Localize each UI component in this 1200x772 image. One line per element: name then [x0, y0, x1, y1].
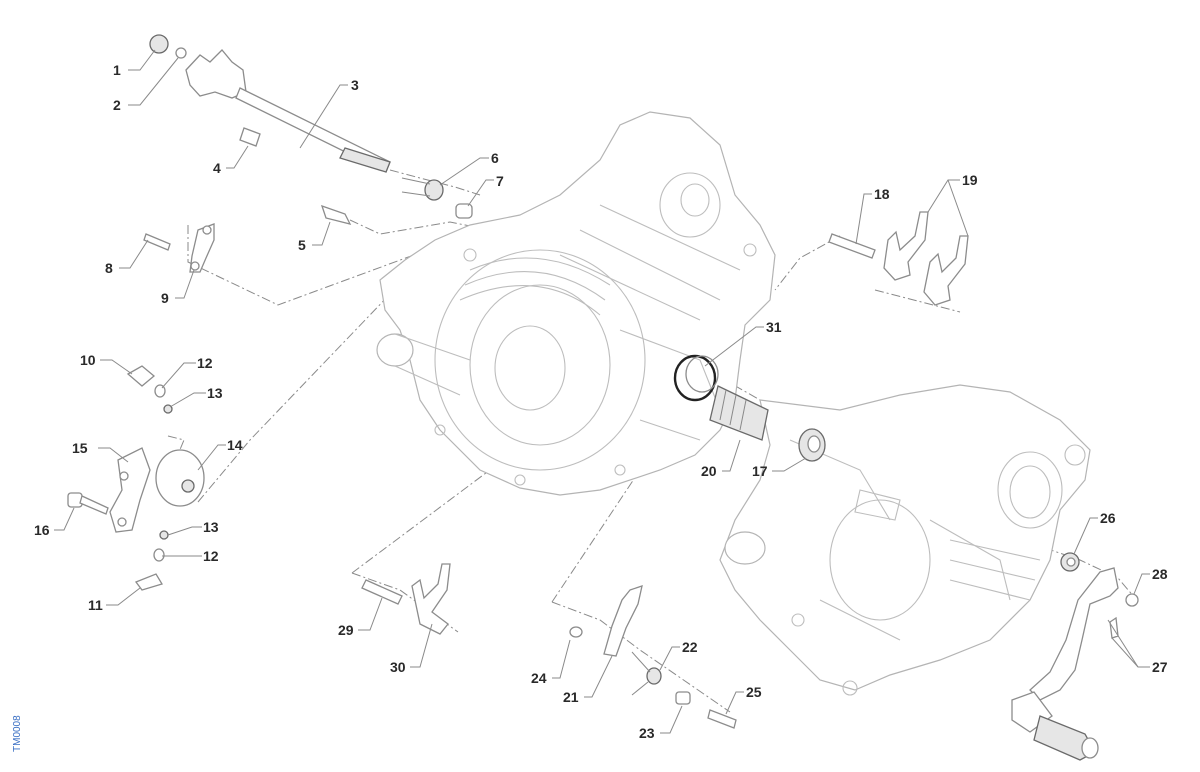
callout-27: 27: [1152, 659, 1168, 675]
callout-leaders: [54, 49, 1150, 734]
part-28-o-ring: [1125, 593, 1139, 607]
part-7-bushing: [455, 203, 473, 219]
callout-16: 16: [34, 522, 50, 538]
callout-13-bottom: 13: [203, 519, 219, 535]
callout-20: 20: [701, 463, 717, 479]
callout-14: 14: [227, 437, 243, 453]
part-1-nut: [149, 34, 169, 54]
callout-28: 28: [1152, 566, 1168, 582]
part-23-bushing: [675, 691, 691, 705]
callout-12-bottom: 12: [203, 548, 219, 564]
callout-13-top: 13: [207, 385, 223, 401]
callout-10: 10: [80, 352, 96, 368]
callout-labels: 1 2 3 4 5 6 7 8 9 10 11 12 12 13 13 14 1…: [34, 62, 1168, 741]
callout-7: 7: [496, 173, 504, 189]
callout-26: 26: [1100, 510, 1116, 526]
part-12-pawl-bottom: [153, 548, 165, 562]
part-9-plate: [189, 223, 215, 273]
callout-9: 9: [161, 290, 169, 306]
part-24-washer: [569, 626, 583, 638]
callout-21: 21: [563, 689, 579, 705]
part-3-shift-shaft: [185, 49, 391, 173]
callout-1: 1: [113, 62, 121, 78]
callout-6: 6: [491, 150, 499, 166]
crankcase-right-half: [719, 384, 1091, 696]
part-31-ring: [673, 354, 719, 402]
part-16-bolt: [67, 492, 109, 515]
callout-3: 3: [351, 77, 359, 93]
callout-22: 22: [682, 639, 698, 655]
part-4-pin: [239, 127, 261, 147]
crankcase-left-half: [376, 111, 776, 496]
callout-29: 29: [338, 622, 354, 638]
part-13-spring-bottom: [159, 530, 169, 540]
drawing-code: TM0008: [12, 715, 23, 752]
callout-25: 25: [746, 684, 762, 700]
part-22-spring: [631, 651, 662, 696]
callout-15: 15: [72, 440, 88, 456]
callout-5: 5: [298, 237, 306, 253]
callout-2: 2: [113, 97, 121, 113]
callout-30: 30: [390, 659, 406, 675]
part-25-bolt: [707, 709, 737, 729]
part-27-gear-pedal: [1011, 567, 1119, 761]
part-20-shift-drum: [709, 385, 769, 441]
part-29-shaft: [361, 579, 403, 605]
callout-8: 8: [105, 260, 113, 276]
callout-24: 24: [531, 670, 547, 686]
part-5-bolt: [320, 204, 352, 225]
part-30-shift-fork: [411, 563, 451, 635]
part-19-shift-forks: [883, 211, 969, 306]
part-17-bearing: [798, 428, 826, 462]
part-15-plate: [109, 447, 151, 533]
part-11-pin: [134, 573, 163, 591]
callout-18: 18: [874, 186, 890, 202]
callout-12-top: 12: [197, 355, 213, 371]
part-6-spring: [401, 177, 444, 201]
callout-17: 17: [752, 463, 768, 479]
callout-23: 23: [639, 725, 655, 741]
callout-4: 4: [213, 160, 221, 176]
part-14-ratchet: [155, 449, 205, 507]
part-10-block: [126, 365, 156, 387]
part-21-lever: [603, 585, 643, 657]
part-18-shaft: [828, 233, 876, 259]
part-26-seal: [1060, 552, 1080, 572]
part-8-screw: [143, 233, 171, 251]
callout-19: 19: [962, 172, 978, 188]
part-2-washer: [175, 47, 187, 59]
callout-11: 11: [88, 597, 103, 613]
callout-31: 31: [766, 319, 782, 335]
